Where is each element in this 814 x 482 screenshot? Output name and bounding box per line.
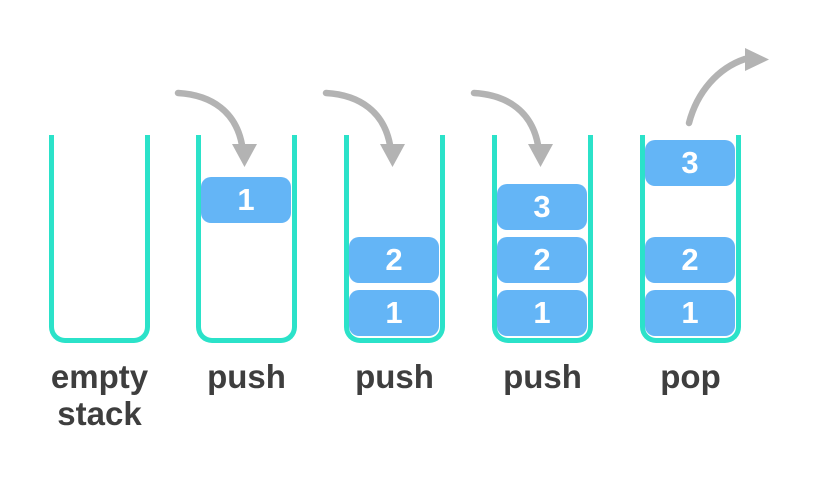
stack-container [492,135,593,343]
stack-block: 3 [497,184,587,230]
stack-block: 1 [497,290,587,336]
stage-label: push [355,358,434,395]
stack-container [344,135,445,343]
stack-container [196,135,297,343]
stage-label: push [503,358,582,395]
stage-label: pop [660,358,721,395]
stack-block: 1 [349,290,439,336]
pop-arrow-icon [685,48,769,127]
stage-pop: 3 2 1 pop [640,135,741,395]
stage-empty-stack: empty stack [49,135,150,432]
stack-block: 2 [497,237,587,283]
stack-container [49,135,150,343]
stack-block: 2 [349,237,439,283]
stack-block: 3 [645,140,735,186]
stack-block: 1 [201,177,291,223]
stage-label: push [207,358,286,395]
stage-push-1: 1 push [196,135,297,395]
stack-container [640,135,741,343]
stack-block: 1 [645,290,735,336]
stage-push-2: 2 1 push [344,135,445,395]
stage-push-3: 3 2 1 push [492,135,593,395]
stack-block: 2 [645,237,735,283]
stage-label: empty stack [50,358,149,432]
